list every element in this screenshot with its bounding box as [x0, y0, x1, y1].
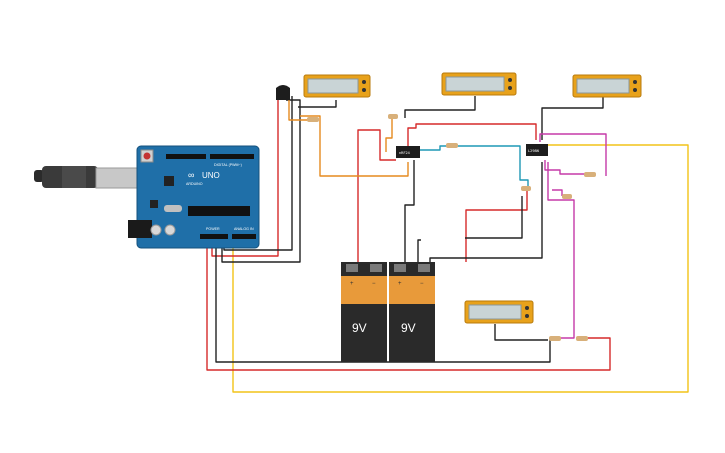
battery-terminal-plus: [346, 264, 358, 272]
wire-red[interactable]: [206, 234, 611, 371]
wire-red[interactable]: [465, 190, 528, 262]
regulator: [150, 200, 158, 208]
battery-body: [389, 304, 435, 362]
battery-terminal-minus: [418, 264, 430, 272]
arduino-logo-icon: ∞: [188, 170, 194, 180]
battery-orange-band: [341, 276, 387, 304]
resistor[interactable]: [388, 114, 398, 119]
wire-black[interactable]: [429, 162, 543, 262]
usb-cable: [34, 170, 44, 182]
wire-black[interactable]: [221, 99, 301, 263]
lcd-knob: [508, 86, 512, 90]
lcd-knob: [525, 314, 529, 318]
power-jack: [128, 220, 152, 238]
wire-orange[interactable]: [288, 100, 310, 121]
usb-chip: [164, 176, 174, 186]
usb-connector: [95, 167, 143, 189]
lcd-display[interactable]: [572, 74, 642, 98]
battery-9v[interactable]: + − 9V: [389, 262, 435, 362]
digital-header-label: DIGITAL (PWM~): [214, 163, 242, 167]
lcd-knob: [633, 80, 637, 84]
battery-plus-label: +: [398, 281, 402, 287]
ic-chip[interactable]: nRF24: [396, 146, 420, 158]
battery-body: [341, 304, 387, 362]
capacitor: [164, 224, 176, 236]
wire-magenta[interactable]: [552, 189, 563, 196]
wire-yellow[interactable]: [232, 144, 689, 393]
ic-chip-label: L298N: [528, 149, 539, 153]
lcd-display[interactable]: [303, 74, 371, 98]
battery-label: 9V: [352, 321, 367, 335]
transistor[interactable]: [276, 85, 290, 100]
resistor[interactable]: [576, 336, 588, 341]
wire-black[interactable]: [465, 196, 523, 239]
lcd-knob: [362, 80, 366, 84]
wire-teal[interactable]: [420, 145, 529, 188]
wire-magenta[interactable]: [539, 133, 607, 176]
arduino-brand-label: ARDUINO: [186, 182, 203, 186]
wire-red[interactable]: [407, 123, 537, 158]
ic-chip[interactable]: L298N: [526, 144, 548, 156]
crystal: [164, 205, 182, 212]
resistor[interactable]: [307, 117, 319, 122]
resistor[interactable]: [446, 143, 458, 148]
capacitor: [150, 224, 162, 236]
wire-black[interactable]: [404, 160, 415, 262]
digital-header-right: [210, 154, 254, 159]
lcd-screen: [576, 78, 630, 94]
wire-orange[interactable]: [385, 118, 393, 152]
lcd-screen: [445, 76, 505, 92]
transistor-body: [276, 85, 290, 100]
wire-magenta[interactable]: [544, 160, 590, 175]
battery-terminal-plus: [394, 264, 406, 272]
battery-minus-label: −: [372, 281, 376, 287]
resistor[interactable]: [521, 186, 531, 191]
battery-label: 9V: [401, 321, 416, 335]
arduino-uno[interactable]: DIGITAL (PWM~) ∞ UNO ARDUINO POWER ANALO…: [34, 145, 260, 249]
resistor[interactable]: [562, 194, 572, 199]
resistor[interactable]: [584, 172, 596, 177]
battery-plus-label: +: [350, 281, 354, 287]
ic-chip-label: nRF24: [399, 151, 410, 155]
atmega-chip: [188, 206, 250, 216]
digital-header-left: [166, 154, 206, 159]
lcd-display[interactable]: [464, 300, 534, 324]
analog-header: [232, 234, 256, 239]
wire-magenta[interactable]: [547, 162, 575, 339]
battery-terminal-minus: [370, 264, 382, 272]
lcd-knob: [362, 88, 366, 92]
usb-ridges: [62, 166, 86, 188]
lcd-knob: [508, 78, 512, 82]
lcd-screen: [468, 304, 522, 320]
battery-9v[interactable]: + − 9V: [341, 262, 387, 362]
wire-black[interactable]: [404, 96, 476, 118]
resistor[interactable]: [549, 336, 561, 341]
resistors: [307, 114, 596, 341]
reset-button-cap: [143, 152, 151, 160]
power-header: [200, 234, 228, 239]
lcd-knob: [525, 306, 529, 310]
arduino-uno-label: UNO: [202, 171, 220, 180]
wires: [206, 96, 689, 393]
wire-black[interactable]: [541, 96, 604, 140]
power-header-label: POWER: [206, 227, 220, 231]
wire-red[interactable]: [357, 129, 396, 262]
analog-header-label: ANALOG IN: [234, 227, 254, 231]
lcd-knob: [633, 88, 637, 92]
wire-black[interactable]: [417, 239, 421, 262]
wire-orange[interactable]: [300, 115, 409, 177]
lcd-screen: [307, 78, 359, 94]
arduino-board: [136, 145, 260, 249]
wire-black[interactable]: [494, 324, 548, 341]
wire-black[interactable]: [298, 100, 337, 108]
battery-orange-band: [389, 276, 435, 304]
lcd-display[interactable]: [441, 72, 517, 96]
battery-minus-label: −: [420, 281, 424, 287]
